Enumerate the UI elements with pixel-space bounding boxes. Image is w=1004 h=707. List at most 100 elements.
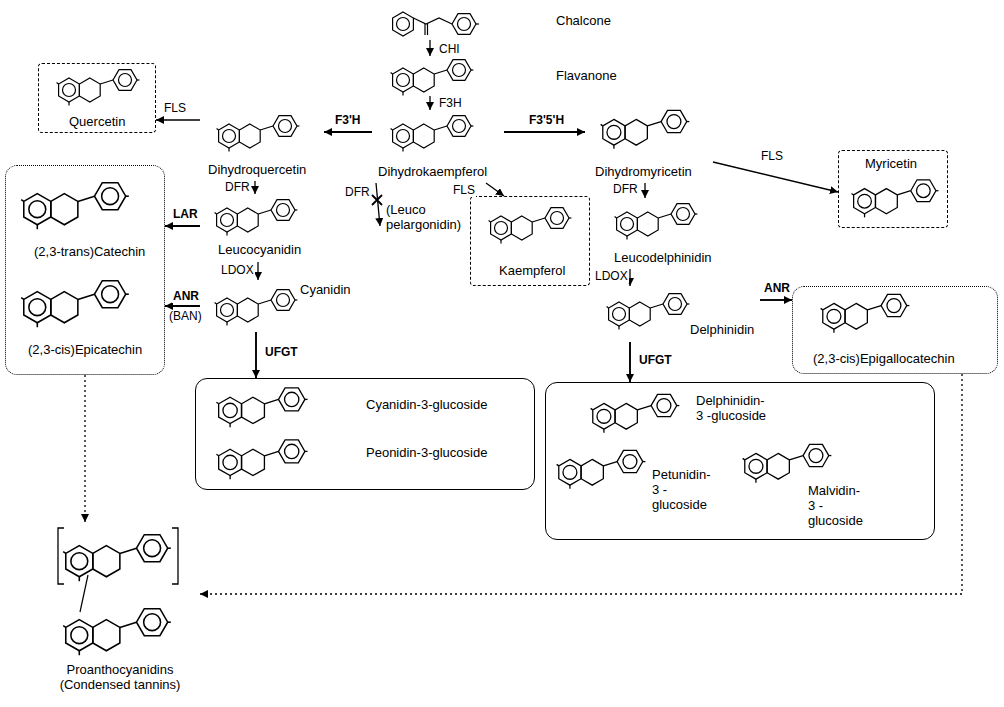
enzyme-label: LAR xyxy=(172,208,199,221)
compound-name: Leucodelphinidin xyxy=(614,250,712,265)
enzyme-label: DFR xyxy=(612,183,639,196)
compound-name: Kaempferol xyxy=(499,263,565,278)
structure-cyanidin xyxy=(215,290,298,326)
compound-name: Leucocyanidin xyxy=(218,242,301,257)
flavonol-box: Kaempferol xyxy=(470,196,590,286)
compound-node: Delphinidin xyxy=(600,286,760,342)
structure-epigallocatechin xyxy=(821,294,910,332)
anthocyanin-box: Delphinidin-3 -glucosidePetunidin-3 -glu… xyxy=(545,382,935,540)
enzyme-label: ANR xyxy=(172,290,200,303)
reaction-arrow xyxy=(84,375,85,522)
reaction-arrow xyxy=(165,225,200,227)
reaction-arrow xyxy=(376,183,380,226)
enzyme-label: DFR xyxy=(224,181,251,194)
compound-node: Dihydroquercetin xyxy=(200,110,324,181)
reaction-arrow xyxy=(255,332,257,378)
enzyme-label: DFR xyxy=(344,186,371,199)
compound-node: Dihydrokaempferol xyxy=(372,110,504,183)
reaction-arrow xyxy=(629,342,631,382)
reaction-arrow xyxy=(760,299,792,301)
structure-tannin-unit xyxy=(63,535,171,582)
reaction-arrow xyxy=(254,181,255,194)
compound-node: Leucocyanidin xyxy=(200,194,324,262)
compound-name: Dihydrokaempferol xyxy=(378,164,487,179)
gene-alias: (BAN) xyxy=(168,310,203,323)
reaction-arrow xyxy=(257,262,258,280)
flavan-3-ol-box: (2,3-cis)Epigallocatechin xyxy=(792,286,998,374)
enzyme-label: LDOX xyxy=(220,264,255,277)
compound-node: Chalcone xyxy=(380,2,616,40)
compound-name: Cyanidin-3-glucoside xyxy=(366,397,487,412)
compound-name: Myricetin xyxy=(865,156,917,171)
compound-node: Dihydromyricetin xyxy=(585,104,713,183)
polymer-bracket xyxy=(58,528,178,584)
compound-node: Cyanidin xyxy=(200,280,360,332)
structure-dihydroquercetin xyxy=(217,116,300,152)
compound-name: Petunidin-3 -glucoside xyxy=(652,467,713,512)
structure-leucocyanidin xyxy=(215,200,298,236)
compound-name: (2,3-cis)Epigallocatechin xyxy=(813,351,955,366)
reaction-arrow xyxy=(713,162,838,192)
reaction-arrow xyxy=(504,131,585,133)
enzyme-label: FLS xyxy=(163,102,187,115)
compound-name: Quercetin xyxy=(69,114,125,129)
enzyme-label: ANR xyxy=(763,282,791,295)
compound-name: Dihydroquercetin xyxy=(208,162,306,177)
structure-delphinidin-glucoside xyxy=(591,394,680,432)
enzyme-label: UFGT xyxy=(638,354,673,367)
reaction-arrow xyxy=(165,305,200,307)
reaction-arrow xyxy=(429,40,430,56)
compound-name: Malvidin-3 -glucoside xyxy=(808,483,865,528)
flavan-3-ol-box: (2,3-trans)Catechin (2,3-cis)Epicatechin xyxy=(5,165,165,375)
structure-delphinidin xyxy=(607,294,690,330)
interflavan-bond xyxy=(80,575,88,612)
structure-epicatechin xyxy=(21,281,129,328)
compound-name: (2,3-cis)Epicatechin xyxy=(28,342,142,357)
structure-myricetin xyxy=(852,180,939,218)
reaction-arrow xyxy=(156,119,200,120)
structure-quercetin xyxy=(57,70,140,106)
structure-kaempferol xyxy=(489,208,572,244)
structure-cyanidin-glucoside xyxy=(216,388,307,427)
compound-name: Cyanidin xyxy=(300,282,351,297)
structure-malvidin-glucoside xyxy=(743,444,832,482)
compound-node: (Leuco pelargonidin) xyxy=(380,200,470,236)
structure-peonidin-glucoside xyxy=(216,440,307,479)
compound-name: Chalcone xyxy=(556,13,611,28)
structure-dihydromyricetin xyxy=(601,110,690,148)
reaction-arrow xyxy=(644,183,645,198)
structure-petunidin-glucoside xyxy=(557,450,646,488)
structure-dihydrokaempferol xyxy=(391,116,474,152)
enzyme-label: F3'5'H xyxy=(528,114,565,127)
enzyme-label: FLS xyxy=(452,184,476,197)
structure-flavanone xyxy=(391,60,474,96)
compound-name: Delphinidin-3 -glucoside xyxy=(696,393,767,423)
compound-name: (2,3-trans)Catechin xyxy=(34,244,145,259)
reaction-arrow xyxy=(486,183,504,196)
structure-tannin-unit xyxy=(63,609,171,656)
compound-name: Delphinidin xyxy=(690,322,754,337)
structure-chalcone xyxy=(393,12,479,36)
compound-name: Proanthocyanidins (Condensed tannins) xyxy=(55,662,185,692)
structure-leucodelphinidin xyxy=(615,204,698,240)
compound-name: Dihydromyricetin xyxy=(595,164,692,179)
reaction-arrow xyxy=(429,96,430,110)
reaction-arrow xyxy=(629,269,630,286)
flavonol-box: Myricetin xyxy=(838,150,948,228)
structure-catechin xyxy=(21,183,129,230)
enzyme-label: F3'H xyxy=(334,114,362,127)
enzyme-label: LDOX xyxy=(594,270,629,283)
tannin-node: Proanthocyanidins (Condensed tannins) xyxy=(40,522,200,698)
compound-name: Flavanone xyxy=(556,68,617,83)
enzyme-label: F3H xyxy=(438,97,463,110)
reaction-arrow xyxy=(324,131,372,133)
compound-node: Leucodelphinidin xyxy=(600,198,732,269)
enzyme-label: FLS xyxy=(760,150,784,163)
anthocyanin-box: Cyanidin-3-glucosidePeonidin-3-glucoside xyxy=(195,378,535,490)
compound-node: Flavanone xyxy=(380,56,622,96)
reaction-arrow xyxy=(200,374,962,594)
compound-name: Peonidin-3-glucoside xyxy=(366,445,487,460)
enzyme-label: UFGT xyxy=(264,346,299,359)
enzyme-label: CHI xyxy=(438,43,461,56)
compound-name: (Leuco pelargonidin) xyxy=(386,202,464,232)
